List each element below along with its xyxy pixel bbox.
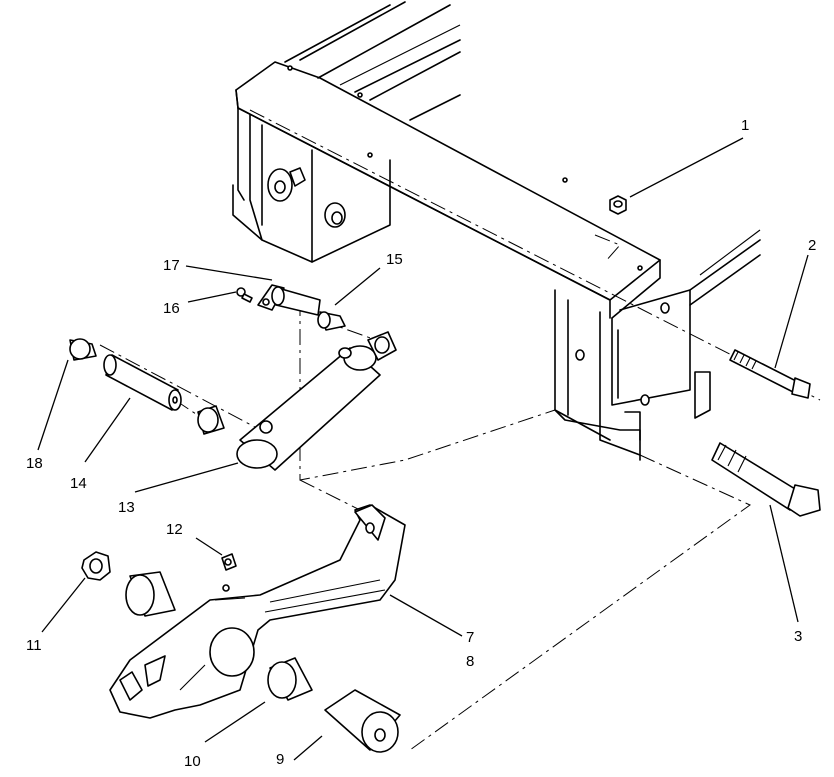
part-15-bushing (317, 311, 346, 331)
callout-8: 8 (466, 653, 474, 670)
callout-18: 18 (26, 455, 43, 472)
part-11-bushing (125, 571, 176, 617)
part-17-pin (257, 284, 321, 316)
callout-7: 7 (466, 629, 474, 646)
part-13-pivot-tube (236, 331, 397, 471)
part-11-nut (81, 551, 111, 581)
callout-14: 14 (70, 475, 87, 492)
part-7-arm (109, 504, 406, 719)
callout-15: 15 (386, 251, 403, 268)
part-9-spacer (324, 689, 401, 753)
callout-12: 12 (166, 521, 183, 538)
part-12-fitting (221, 553, 237, 571)
part-2-bolt (729, 349, 811, 399)
callout-16: 16 (163, 300, 180, 317)
part-3-bolt (711, 442, 821, 517)
part-13-side-bushing (197, 405, 225, 435)
part-10-bushing (267, 657, 313, 701)
part-1-nut (609, 195, 627, 215)
callout-17: 17 (163, 257, 180, 274)
callout-2: 2 (808, 237, 816, 254)
part-14-spacer (103, 354, 182, 411)
callout-10: 10 (184, 753, 201, 770)
callout-11: 11 (26, 637, 42, 654)
part-18-bushing (69, 338, 97, 361)
part-16-fitting (236, 287, 253, 303)
callout-9: 9 (276, 751, 284, 768)
callout-13: 13 (118, 499, 135, 516)
leader-lines (37, 137, 809, 761)
callout-3: 3 (794, 628, 802, 645)
callout-labels: 1 2 3 7 8 9 10 11 12 13 14 15 16 17 18 (26, 117, 816, 770)
callout-1: 1 (741, 117, 749, 134)
